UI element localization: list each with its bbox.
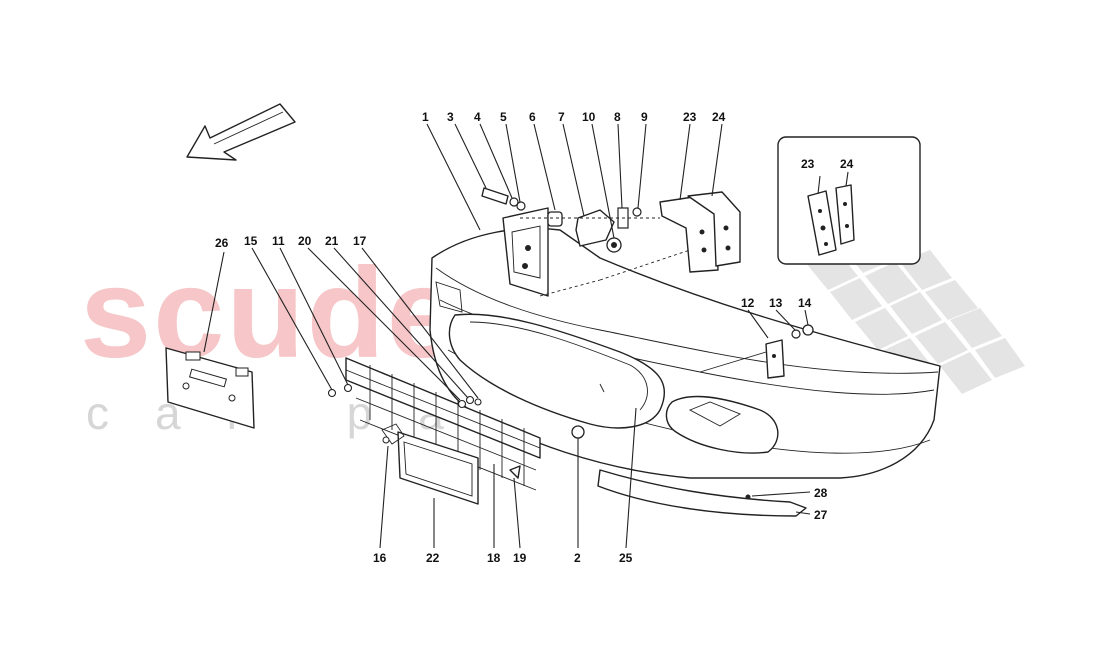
callout-8: 8 xyxy=(614,110,621,124)
callout-1: 1 xyxy=(422,110,429,124)
callout-9: 9 xyxy=(641,110,648,124)
callout-14: 14 xyxy=(798,296,812,310)
callout-15: 15 xyxy=(244,234,258,248)
callout-17: 17 xyxy=(353,234,367,248)
callout-20: 20 xyxy=(298,234,312,248)
callout-19: 19 xyxy=(513,551,527,565)
inset-panel xyxy=(777,136,921,265)
inset-callout-23: 23 xyxy=(801,157,815,171)
callout-4: 4 xyxy=(474,110,481,124)
callout-27: 27 xyxy=(814,508,828,522)
small-hardware xyxy=(327,383,521,479)
callout-23: 23 xyxy=(683,110,697,124)
callout-5: 5 xyxy=(500,110,507,124)
license-plate-left xyxy=(165,347,255,429)
callout-labels: 1 3 4 5 6 7 10 8 9 23 24 23 24 12 13 14 … xyxy=(215,110,854,565)
callout-16: 16 xyxy=(373,551,387,565)
callout-6: 6 xyxy=(529,110,536,124)
callout-24: 24 xyxy=(712,110,726,124)
callout-10: 10 xyxy=(582,110,596,124)
callout-26: 26 xyxy=(215,236,229,250)
callout-12: 12 xyxy=(741,296,755,310)
callout-7: 7 xyxy=(558,110,565,124)
callout-11: 11 xyxy=(272,234,285,248)
callout-21: 21 xyxy=(325,234,339,248)
arrow-down-left-icon xyxy=(186,103,296,161)
leader-lines xyxy=(203,123,811,549)
callout-22: 22 xyxy=(426,551,440,565)
front-grille xyxy=(345,357,541,491)
callout-18: 18 xyxy=(487,551,501,565)
bracket-assembly xyxy=(481,187,814,379)
callout-25: 25 xyxy=(619,551,633,565)
callout-28: 28 xyxy=(814,486,828,500)
callout-3: 3 xyxy=(447,110,454,124)
inset-callout-24: 24 xyxy=(840,157,854,171)
license-plate-lower xyxy=(381,423,479,505)
callout-2: 2 xyxy=(574,551,581,565)
callout-13: 13 xyxy=(769,296,783,310)
